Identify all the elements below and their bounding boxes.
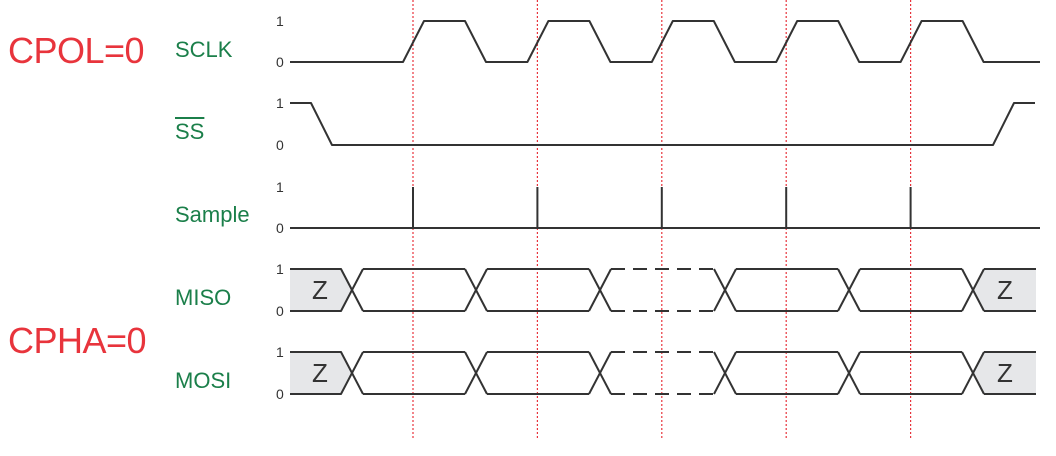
miso-edge	[290, 268, 364, 312]
miso-crossing	[464, 268, 488, 312]
sclk-waveform	[290, 20, 1040, 63]
cpha-label: CPHA=0	[8, 320, 147, 361]
mosi-crossing	[588, 351, 612, 395]
miso-high-z-end	[973, 269, 1036, 311]
miso-level-1: 1	[276, 261, 284, 277]
miso-z-label: Z	[997, 275, 1013, 305]
signal-label-miso: MISO	[175, 285, 232, 310]
mosi-crossing	[713, 351, 737, 395]
mosi-crossing	[837, 351, 861, 395]
mosi-z-label: Z	[312, 358, 328, 388]
mosi-level-1: 1	[276, 344, 284, 360]
sample-level-1: 1	[276, 179, 284, 195]
signal-label-ss: SS	[175, 119, 205, 144]
ss-level-1: 1	[276, 95, 284, 111]
mosi-high-z-start	[290, 352, 352, 394]
miso-crossing	[837, 268, 861, 312]
mosi-crossing	[961, 351, 985, 395]
mosi-high-z-end	[973, 352, 1036, 394]
miso-edge	[290, 268, 364, 312]
mosi-z-label: Z	[997, 358, 1013, 388]
miso-crossing	[713, 268, 737, 312]
miso-z-label: Z	[312, 275, 328, 305]
sample-level-0: 0	[276, 220, 284, 236]
mosi-level-0: 0	[276, 386, 284, 402]
miso-level-0: 0	[276, 303, 284, 319]
sclk-level-0: 0	[276, 54, 284, 70]
ss-waveform	[290, 102, 1035, 146]
miso-crossing	[588, 268, 612, 312]
ss-level-0: 0	[276, 137, 284, 153]
mosi-edge	[290, 351, 364, 395]
miso-crossing	[961, 268, 985, 312]
mosi-crossing	[464, 351, 488, 395]
sclk-level-1: 1	[276, 13, 284, 29]
signal-label-sclk: SCLK	[175, 37, 233, 62]
signal-label-sample: Sample	[175, 202, 250, 227]
mosi-edge	[290, 351, 364, 395]
signal-label-mosi: MOSI	[175, 368, 232, 393]
miso-high-z-start	[290, 269, 352, 311]
cpol-label: CPOL=0	[8, 30, 145, 71]
